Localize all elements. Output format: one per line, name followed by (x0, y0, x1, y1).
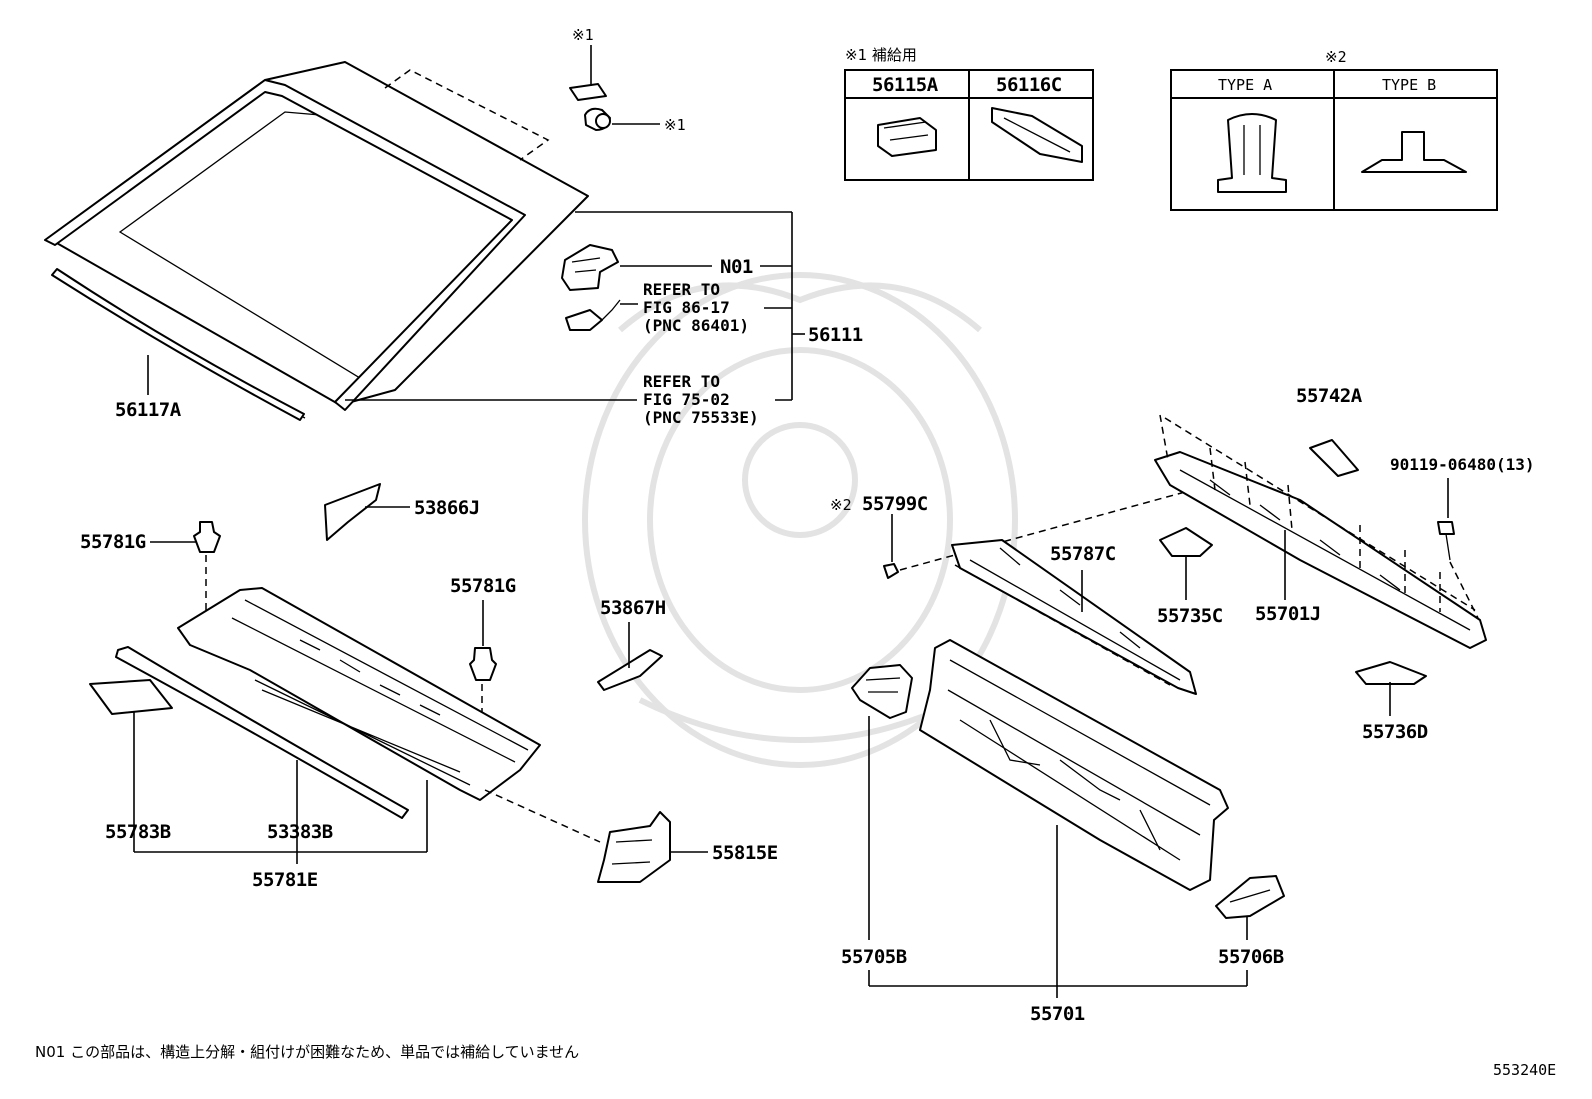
table-clip-types (1170, 69, 1498, 211)
label-55781G-a: 55781G (80, 531, 146, 553)
label-55705B: 55705B (841, 946, 907, 968)
clip-55781G-right[interactable] (469, 647, 497, 681)
label-55787C: 55787C (1050, 543, 1116, 565)
leader-group-55781E (133, 712, 428, 864)
label-55783B: 55783B (105, 821, 171, 843)
label-55735C: 55735C (1157, 605, 1223, 627)
pad-55742A[interactable] (1309, 439, 1359, 477)
label-55781E: 55781E (252, 869, 318, 891)
table2-header: ※2 (1325, 48, 1347, 66)
table1-header: ※1 補給用 (845, 46, 917, 64)
clip-55799C[interactable] (883, 563, 899, 579)
mirror-bracket-n01[interactable] (561, 244, 619, 291)
clip-type-b-icon (1361, 131, 1467, 173)
mirror-clip-parts[interactable] (569, 83, 611, 131)
bracket-55736D[interactable] (1355, 661, 1427, 685)
label-55742A: 55742A (1296, 385, 1363, 407)
bracket-55705B[interactable] (851, 664, 913, 719)
dash-panel-55701[interactable] (919, 639, 1229, 891)
leader-group-56111 (345, 211, 805, 401)
watermark-emblem (582, 272, 1018, 768)
table1-col1: 56115A (872, 74, 939, 96)
dashline-55787C (954, 564, 1171, 686)
label-55701J: 55701J (1255, 603, 1321, 625)
ref1-line2: FIG 86-17 (643, 298, 730, 317)
rain-sensor-cover[interactable] (565, 299, 621, 331)
dashline-55799C (899, 491, 1186, 571)
ref2-line1: REFER TO (643, 372, 720, 391)
clip-55781G-left[interactable] (193, 521, 221, 553)
mark1-side-label: ※1 (664, 116, 686, 134)
footnote-n01: N01 この部品は、構造上分解・組付けが困難なため、単品では補給していません (35, 1043, 579, 1061)
windshield-molding[interactable] (44, 79, 526, 411)
clip-type-a-icon (1217, 113, 1287, 193)
reinforcement-55701J[interactable] (1154, 451, 1487, 649)
label-56111: 56111 (808, 324, 863, 346)
ref1-line1: REFER TO (643, 280, 720, 299)
label-55736D: 55736D (1362, 721, 1428, 743)
leader-group-55701 (868, 716, 1248, 998)
label-53866J: 53866J (414, 497, 480, 519)
label-n01: N01 (720, 256, 753, 278)
label-55781G-b: 55781G (450, 575, 516, 597)
bracket-55735C[interactable] (1159, 527, 1213, 557)
clip-56115A-icon (877, 117, 937, 157)
mark2-inline: ※2 (830, 496, 852, 514)
bracket-55706B[interactable] (1215, 875, 1285, 919)
table2-col1: TYPE A (1218, 76, 1272, 94)
ref2-line3: (PNC 75533E) (643, 408, 759, 427)
windshield-dashline (384, 69, 550, 161)
bolt-90119[interactable] (1437, 521, 1455, 561)
seal-53866J[interactable] (324, 483, 381, 541)
cowl-top-panel-55781E[interactable] (177, 587, 541, 801)
table-supply-parts (844, 69, 1094, 181)
label-55701: 55701 (1030, 1003, 1085, 1025)
label-55799C: 55799C (862, 493, 928, 515)
table2-col2: TYPE B (1382, 76, 1436, 94)
label-53383B: 53383B (267, 821, 333, 843)
seal-53867H[interactable] (597, 649, 663, 691)
dashline-55815E (484, 789, 601, 843)
cover-55815E[interactable] (597, 811, 671, 883)
table1-col2: 56116C (996, 74, 1062, 96)
label-55815E: 55815E (712, 842, 778, 864)
label-53867H: 53867H (600, 597, 666, 619)
figure-id: 553240E (1493, 1061, 1556, 1079)
seal-55783B[interactable] (89, 679, 173, 715)
weatherstrip-53383B[interactable] (115, 646, 409, 819)
ref2-line2: FIG 75-02 (643, 390, 730, 409)
dashlines-55701J (1159, 414, 1476, 612)
ref1-line3: (PNC 86401) (643, 316, 749, 335)
label-55706B: 55706B (1218, 946, 1284, 968)
label-56117A: 56117A (115, 399, 182, 421)
label-90119: 90119-06480(13) (1390, 455, 1535, 474)
mark1-top-label: ※1 (572, 26, 594, 44)
